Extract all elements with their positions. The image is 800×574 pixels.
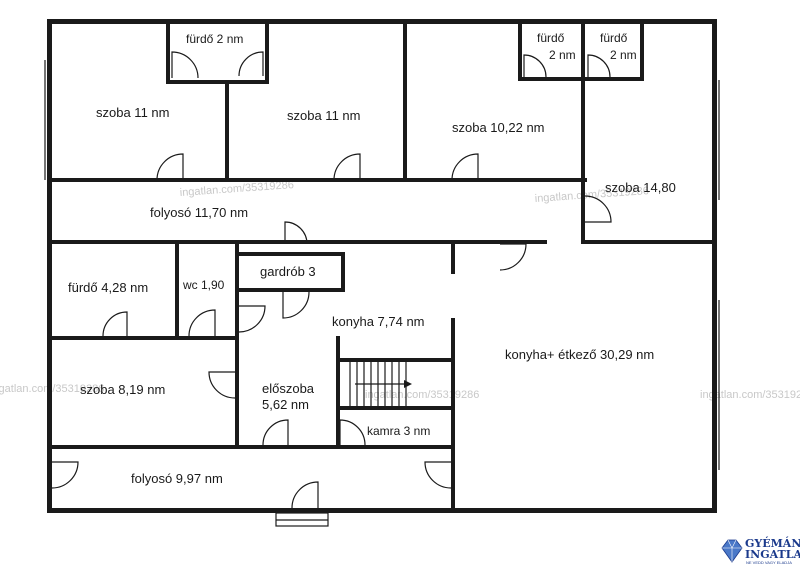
door-arc-icon [523,54,547,78]
room-label-kamra: kamra 3 nm [367,424,430,438]
logo-line-1: GYÉMÁNT [745,536,800,550]
door-arc-icon [188,309,216,337]
room-label-szoba-1: szoba 11 nm [96,105,169,120]
room-label-konyha: konyha 7,74 nm [332,314,425,329]
room-label-szoba-4: szoba 14,80 [605,180,676,195]
door-arc-icon [424,461,452,489]
room-label-konyha-etkezo: konyha+ étkező 30,29 nm [505,347,654,362]
room-label-eloszoba-area: 5,62 nm [262,397,309,412]
door-arc-icon [51,461,79,489]
stair-arrow-icon [404,380,412,388]
door-arc-icon [284,221,308,245]
room-label-szoba-2: szoba 11 nm [287,108,360,123]
room-label-gardrob: gardrób 3 [260,264,316,279]
room-label-wc: wc 1,90 [182,278,225,292]
door-arc-icon [171,51,199,79]
doors [51,51,612,509]
door-arc-icon [238,51,264,77]
room-label-furdo-top: fürdő 2 nm [186,32,243,46]
door-arc-icon [584,195,612,223]
room-label-eloszoba: előszoba [262,381,315,396]
diamond-icon [721,539,743,563]
room-label-furdo-mid: fürdő 4,28 nm [68,280,148,295]
door-arc-icon [156,153,184,181]
room-label-szoba-3: szoba 10,22 nm [452,120,545,135]
door-arc-icon [333,153,361,181]
staircase [349,362,412,406]
watermark: ingatlan.com/35319286 [365,389,479,401]
door-arc-icon [587,54,611,78]
watermark: ingatlan.com/35319286 [179,179,294,199]
room-label-folyoso-2: folyosó 9,97 nm [131,471,223,486]
door-arc-icon [208,371,236,399]
outer-walls [44,19,720,513]
door-arc-icon [238,305,266,333]
entrance-step [275,512,329,527]
door-arc-icon [499,243,527,271]
room-label-furdo-a: fürdő [537,31,565,45]
watermark: ingatlan.com/35319286 [0,383,104,395]
room-label-furdo-a-area: 2 nm [549,48,576,62]
door-arc-icon [282,291,310,319]
door-arc-icon [451,153,479,181]
door-arc-icon [339,419,366,446]
door-arc-icon [262,419,289,446]
door-arc-icon [291,481,319,509]
interior-walls [47,19,717,513]
room-labels: fürdő 2 nm szoba 11 nm szoba 11 nm szoba… [68,31,676,486]
room-label-furdo-b-area: 2 nm [610,48,637,62]
room-label-furdo-b: fürdő [600,31,628,45]
room-label-folyoso-1: folyosó 11,70 nm [150,205,248,220]
logo-tagline: NE VEDD VAGY ELADJA [746,560,792,565]
door-arc-icon [102,311,128,337]
watermark: ingatlan.com/35319286 [700,389,800,401]
room-label-szoba-5: szoba 8,19 nm [80,382,165,397]
